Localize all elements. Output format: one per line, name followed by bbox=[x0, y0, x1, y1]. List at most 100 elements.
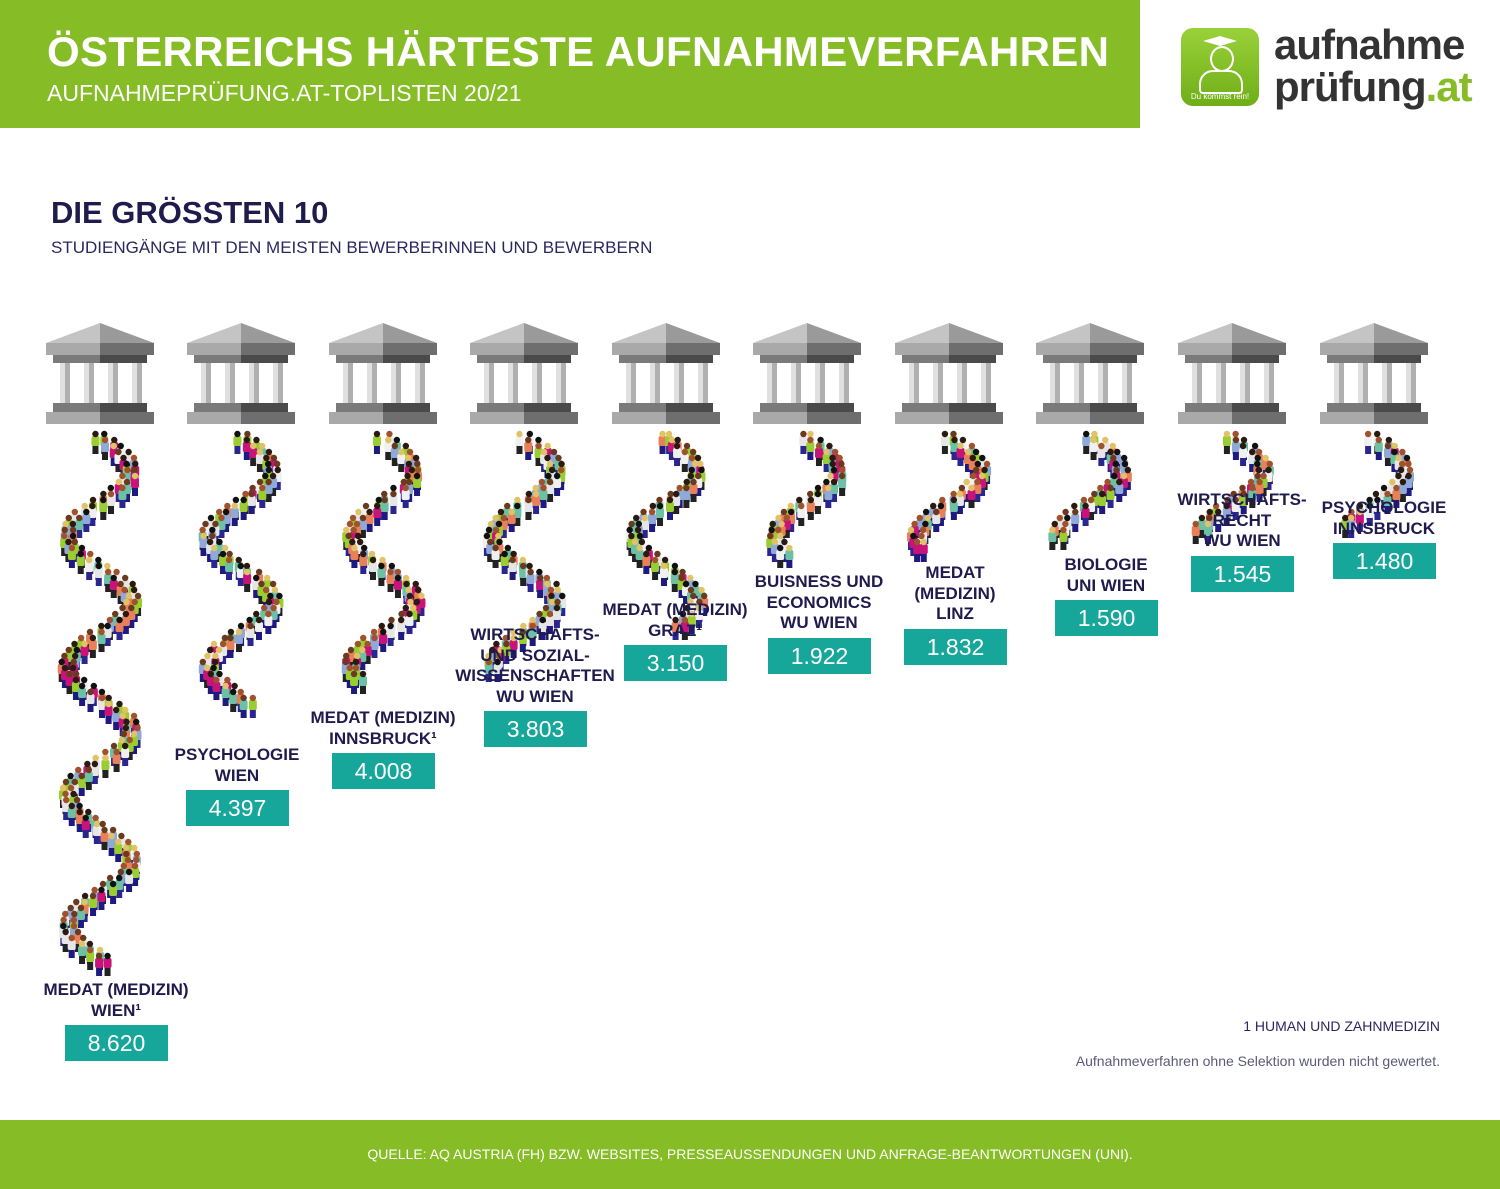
person-mark bbox=[350, 670, 359, 694]
value-label: 3.803 bbox=[484, 711, 587, 747]
person-mark bbox=[635, 544, 644, 568]
person-mark bbox=[806, 436, 815, 460]
value-label: 3.150 bbox=[624, 645, 727, 681]
person-mark bbox=[103, 622, 112, 646]
temple-icon bbox=[753, 323, 861, 424]
temple-icon bbox=[329, 323, 437, 424]
logo-line2: prüfung bbox=[1274, 63, 1427, 110]
person-mark bbox=[61, 928, 70, 952]
person-mark bbox=[670, 568, 679, 592]
person-mark bbox=[507, 508, 516, 532]
person-mark bbox=[932, 508, 941, 532]
person-mark bbox=[656, 502, 665, 526]
value-label: 1.832 bbox=[904, 628, 1007, 665]
person-mark bbox=[689, 478, 698, 502]
person-mark bbox=[539, 484, 548, 508]
person-mark bbox=[1364, 430, 1373, 454]
category-label: MEDAT (MEDIZIN) GRAZ¹ bbox=[602, 600, 748, 640]
person-mark bbox=[379, 628, 388, 652]
person-mark bbox=[115, 874, 124, 898]
person-mark bbox=[1365, 502, 1374, 526]
value-label: 1.545 bbox=[1191, 555, 1294, 592]
person-mark bbox=[350, 544, 359, 568]
person-mark bbox=[370, 634, 379, 658]
section-subtitle: STUDIENGÄNGE MIT DEN MEISTEN BEWERBERINN… bbox=[51, 238, 653, 257]
queue-bar bbox=[198, 430, 284, 718]
person-mark bbox=[243, 568, 252, 592]
queue-bar bbox=[1048, 430, 1132, 550]
person-mark bbox=[493, 658, 502, 682]
person-mark bbox=[97, 886, 106, 910]
person-mark bbox=[659, 562, 668, 586]
person-mark bbox=[508, 556, 517, 580]
person-mark bbox=[199, 532, 208, 556]
person-mark bbox=[239, 496, 248, 520]
person-mark bbox=[671, 616, 680, 640]
person-mark bbox=[500, 550, 509, 574]
category-label: BIOLOGIE UNI WIEN bbox=[1064, 555, 1148, 595]
person-mark bbox=[1231, 496, 1240, 520]
person-mark bbox=[112, 748, 121, 772]
person-mark bbox=[101, 436, 110, 460]
person-mark bbox=[264, 610, 273, 634]
person-mark bbox=[1106, 484, 1115, 508]
person-mark bbox=[1048, 526, 1057, 550]
person-mark bbox=[782, 514, 791, 538]
category-label: MEDAT (MEDIZIN) INNSBRUCK¹ bbox=[310, 708, 456, 748]
person-mark bbox=[264, 478, 273, 502]
person-mark bbox=[99, 496, 108, 520]
queue-bar bbox=[482, 430, 567, 682]
person-mark bbox=[642, 550, 651, 574]
person-mark bbox=[390, 442, 399, 466]
person-mark bbox=[524, 436, 533, 460]
value-label: 1.922 bbox=[768, 637, 871, 674]
value-label: 8.620 bbox=[65, 1025, 168, 1061]
person-mark bbox=[519, 562, 528, 586]
category-label: PSYCHOLOGIE INNSBRUCK bbox=[1321, 498, 1447, 538]
temple-icon bbox=[46, 323, 154, 424]
person-mark bbox=[1222, 430, 1231, 454]
person-mark bbox=[101, 754, 110, 778]
person-mark bbox=[77, 772, 86, 796]
page-subtitle: AUFNAHMEPRÜFUNG.AT-TOPLISTEN 20/21 bbox=[47, 80, 522, 106]
person-mark bbox=[118, 484, 127, 508]
person-mark bbox=[673, 442, 682, 466]
person-mark bbox=[1191, 520, 1200, 544]
person-mark bbox=[1373, 496, 1382, 520]
section-title: DIE GRÖSSTEN 10 bbox=[51, 195, 329, 230]
person-mark bbox=[665, 496, 674, 520]
person-mark bbox=[509, 634, 518, 658]
person-mark bbox=[88, 502, 97, 526]
queue-bar bbox=[907, 430, 992, 562]
person-mark bbox=[239, 694, 248, 718]
person-mark bbox=[682, 484, 691, 508]
person-mark bbox=[1089, 436, 1098, 460]
person-mark bbox=[813, 490, 822, 514]
person-mark bbox=[1398, 478, 1407, 502]
person-mark bbox=[230, 502, 239, 526]
person-mark bbox=[949, 496, 958, 520]
person-mark bbox=[212, 676, 221, 700]
person-mark bbox=[524, 496, 533, 520]
temple-icon bbox=[1320, 323, 1428, 424]
person-mark bbox=[824, 484, 833, 508]
person-mark bbox=[1071, 508, 1080, 532]
person-mark bbox=[814, 442, 823, 466]
person-mark bbox=[65, 670, 74, 694]
person-mark bbox=[80, 640, 89, 664]
page-title: ÖSTERREICHS HÄRTESTE AUFNAHMEVERFAHREN bbox=[47, 28, 1110, 75]
person-mark bbox=[229, 688, 238, 712]
category-label: PSYCHOLOGIE WIEN bbox=[174, 745, 300, 785]
person-mark bbox=[107, 832, 116, 856]
person-mark bbox=[545, 610, 554, 634]
person-mark bbox=[358, 670, 367, 694]
person-mark bbox=[89, 892, 98, 916]
person-mark bbox=[1374, 436, 1383, 460]
person-mark bbox=[210, 544, 219, 568]
person-mark bbox=[121, 742, 130, 766]
person-mark bbox=[75, 808, 84, 832]
temple-icon bbox=[612, 323, 720, 424]
person-mark bbox=[1392, 484, 1401, 508]
person-mark bbox=[955, 490, 964, 514]
person-mark bbox=[518, 628, 527, 652]
